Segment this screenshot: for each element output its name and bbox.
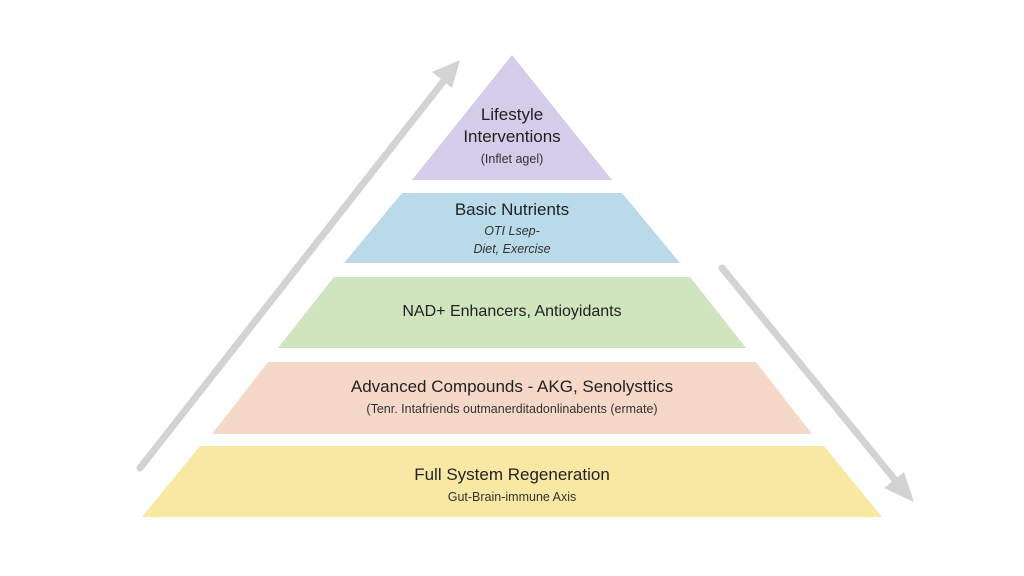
upward-arrow-head xyxy=(432,60,460,88)
downward-arrow-icon xyxy=(718,264,914,502)
tier-4-shape xyxy=(212,362,812,434)
upward-arrow-icon xyxy=(136,60,460,472)
tier-1-shape xyxy=(412,55,612,180)
downward-arrow-shaft xyxy=(718,264,904,490)
upward-arrow-shaft xyxy=(136,74,450,472)
tier-2-shape xyxy=(344,193,680,263)
tier-5-shape xyxy=(142,446,882,517)
downward-arrow-head xyxy=(884,472,914,502)
tier-3-shape xyxy=(278,277,746,348)
